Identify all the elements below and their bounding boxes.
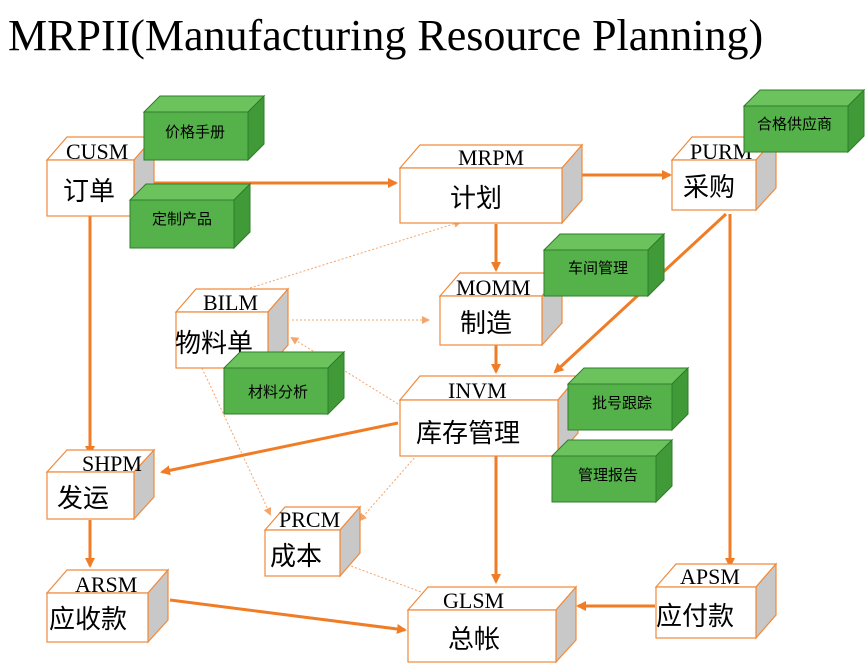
module-apsm: APSM 应付款 — [654, 562, 778, 640]
note-label: 材料分析 — [248, 383, 308, 401]
module-code: SHPM — [82, 451, 142, 476]
module-code: GLSM — [443, 588, 504, 613]
module-name: 制造 — [460, 309, 512, 339]
note-price-manual: 价格手册 — [142, 94, 266, 162]
module-arsm: ARSM 应收款 — [45, 568, 170, 644]
note-label: 合格供应商 — [757, 115, 832, 133]
note-label: 车间管理 — [568, 259, 628, 277]
arrow-bilm-mrpm — [249, 219, 462, 289]
module-name: 采购 — [683, 173, 735, 203]
arrow-arsm-glsm — [169, 598, 407, 634]
note-material-analysis: 材料分析 — [222, 350, 346, 416]
module-momm: MOMM 制造 — [438, 271, 564, 347]
module-name: 总帐 — [448, 625, 500, 655]
note-batch-tracking: 批号跟踪 — [566, 366, 690, 432]
arrow-prcm-glsm — [339, 561, 434, 598]
module-code: PRCM — [279, 507, 340, 532]
arrow-invm-shpm — [160, 421, 399, 476]
module-code: MOMM — [456, 275, 531, 300]
module-invm: INVM 库存管理 — [398, 374, 580, 458]
module-code: APSM — [680, 564, 740, 589]
note-qualified-supplier: 合格供应商 — [742, 88, 865, 154]
note-workshop-mgmt: 车间管理 — [542, 232, 666, 298]
note-mgmt-report: 管理报告 — [550, 438, 674, 504]
module-code: PURM — [690, 139, 752, 164]
module-name: 发运 — [57, 484, 109, 514]
note-label: 管理报告 — [578, 466, 638, 484]
module-name: 库存管理 — [416, 419, 520, 449]
module-code: BILM — [203, 290, 258, 315]
module-name: 应付款 — [656, 602, 734, 632]
arrow-bilm-prcm — [201, 367, 272, 516]
solid-connectors — [85, 170, 735, 634]
module-name: 成本 — [270, 542, 322, 572]
module-mrpm: MRPM 计划 — [398, 143, 584, 225]
note-label: 定制产品 — [152, 210, 212, 228]
module-glsm: GLSM 总帐 — [406, 585, 578, 664]
note-label: 批号跟踪 — [592, 394, 652, 412]
module-prcm: PRCM 成本 — [263, 505, 362, 578]
module-code: INVM — [448, 378, 507, 403]
module-code: MRPM — [458, 145, 524, 170]
note-custom-product: 定制产品 — [128, 182, 252, 250]
module-shpm: SHPM 发运 — [45, 448, 156, 521]
module-name: 应收款 — [49, 605, 127, 635]
module-code: ARSM — [75, 572, 137, 597]
module-name: 订单 — [63, 177, 115, 207]
note-label: 价格手册 — [165, 123, 225, 141]
module-name: 计划 — [450, 184, 502, 214]
module-code: CUSM — [66, 139, 128, 164]
arrow-invm-bilm — [290, 336, 399, 405]
diagram-title: MRPII(Manufacturing Resource Planning) — [8, 11, 764, 60]
